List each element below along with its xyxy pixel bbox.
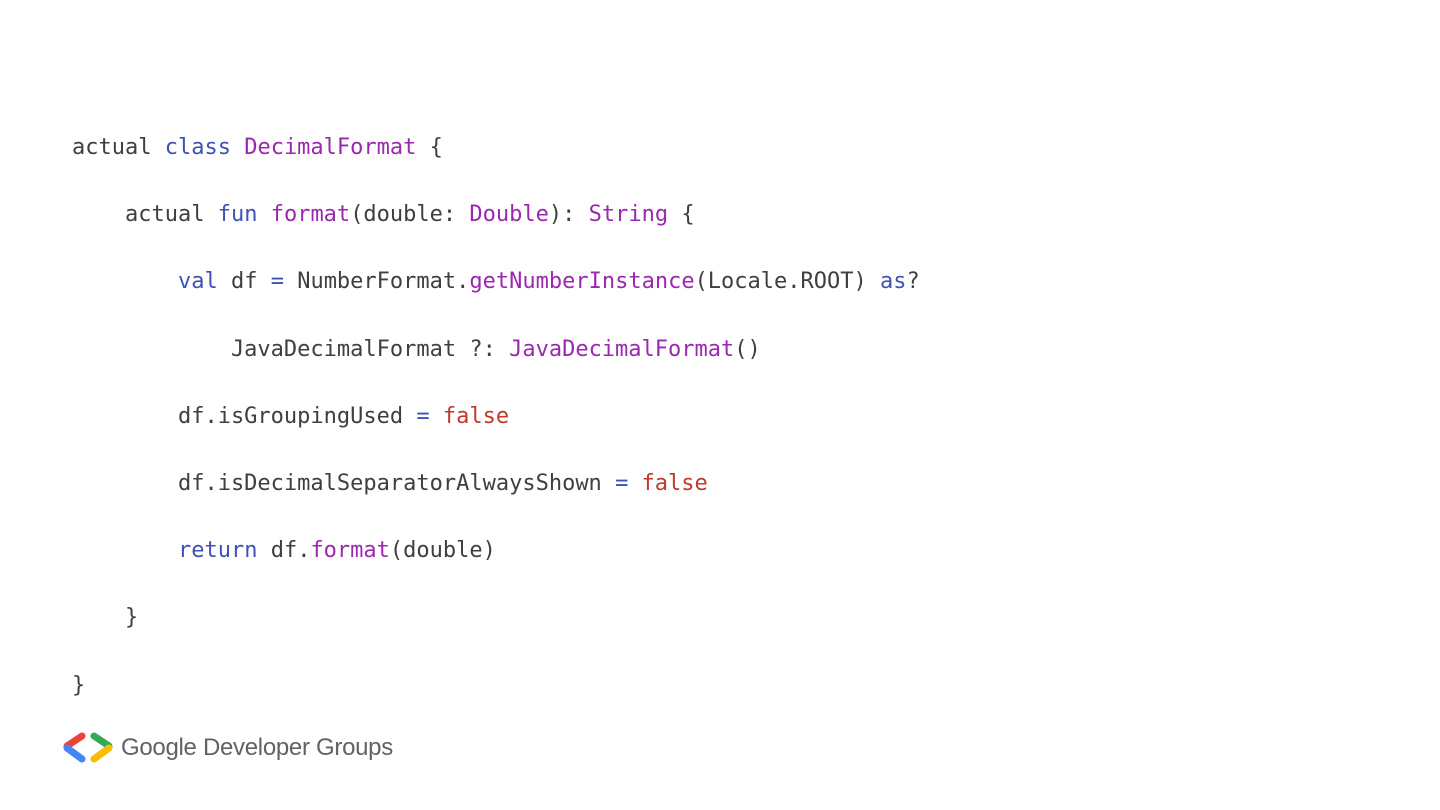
code-token-keyword: return bbox=[177, 538, 258, 564]
code-token-plain: JavaDecimalFormat ?: bbox=[72, 336, 510, 362]
code-token-type: String bbox=[588, 202, 669, 228]
code-token-plain bbox=[257, 202, 270, 227]
code-token-op: = bbox=[270, 269, 284, 295]
code-token-plain bbox=[628, 471, 641, 496]
logo-text: Google Developer Groups bbox=[121, 734, 393, 761]
code-token-func: format bbox=[310, 538, 390, 564]
code-token-plain bbox=[72, 538, 178, 563]
code-token-op: = bbox=[416, 403, 430, 429]
code-token-func: JavaDecimalFormat bbox=[509, 336, 735, 362]
code-token-func: format bbox=[270, 202, 351, 228]
code-token-plain: actual bbox=[72, 202, 218, 228]
code-line: df.isDecimalSeparatorAlwaysShown = false bbox=[72, 464, 920, 531]
code-token-plain: NumberFormat. bbox=[283, 269, 470, 295]
code-token-plain: } bbox=[72, 605, 139, 631]
code-token-plain bbox=[231, 135, 244, 160]
code-token-plain bbox=[430, 404, 443, 429]
code-line: } bbox=[72, 666, 920, 733]
code-line: return df.format(double) bbox=[72, 531, 920, 598]
footer-logo: Google Developer Groups bbox=[62, 731, 393, 765]
code-token-plain: { bbox=[668, 202, 695, 228]
code-token-plain bbox=[72, 269, 178, 294]
code-line: JavaDecimalFormat ?: JavaDecimalFormat() bbox=[72, 330, 920, 397]
code-token-plain: df.isGroupingUsed bbox=[72, 403, 417, 429]
code-token-op: = bbox=[615, 470, 629, 496]
code-line: df.isGroupingUsed = false bbox=[72, 397, 920, 464]
code-token-plain: ? bbox=[906, 269, 920, 295]
code-block: actual class DecimalFormat { actual fun … bbox=[72, 128, 920, 733]
code-token-keyword: as bbox=[880, 269, 907, 295]
code-token-plain: df. bbox=[257, 538, 311, 564]
code-token-keyword: val bbox=[177, 269, 218, 295]
code-line: actual fun format(double: Double): Strin… bbox=[72, 195, 920, 262]
code-token-plain: ): bbox=[548, 202, 589, 228]
code-token-plain: () bbox=[734, 336, 761, 362]
code-line: val df = NumberFormat.getNumberInstance(… bbox=[72, 262, 920, 329]
code-token-plain: actual bbox=[72, 135, 165, 160]
code-token-plain: df.isDecimalSeparatorAlwaysShown bbox=[72, 470, 616, 496]
code-token-bool: false bbox=[442, 403, 510, 429]
code-token-plain: df bbox=[217, 269, 271, 295]
code-token-plain: (double) bbox=[389, 538, 496, 564]
code-token-func: getNumberInstance bbox=[469, 269, 695, 295]
code-token-type: Double bbox=[469, 202, 549, 228]
code-token-bool: false bbox=[641, 470, 708, 496]
code-line: actual class DecimalFormat { bbox=[72, 128, 920, 195]
code-token-keyword: class bbox=[164, 135, 231, 160]
code-token-plain: { bbox=[416, 135, 443, 160]
code-token-type: DecimalFormat bbox=[244, 135, 417, 160]
gdg-logo-icon bbox=[63, 732, 113, 763]
code-line: } bbox=[72, 598, 920, 665]
code-token-plain: (double: bbox=[350, 202, 470, 228]
code-token-keyword: fun bbox=[217, 202, 258, 228]
code-token-plain: } bbox=[72, 672, 86, 698]
code-token-plain: (Locale.ROOT) bbox=[694, 269, 880, 295]
